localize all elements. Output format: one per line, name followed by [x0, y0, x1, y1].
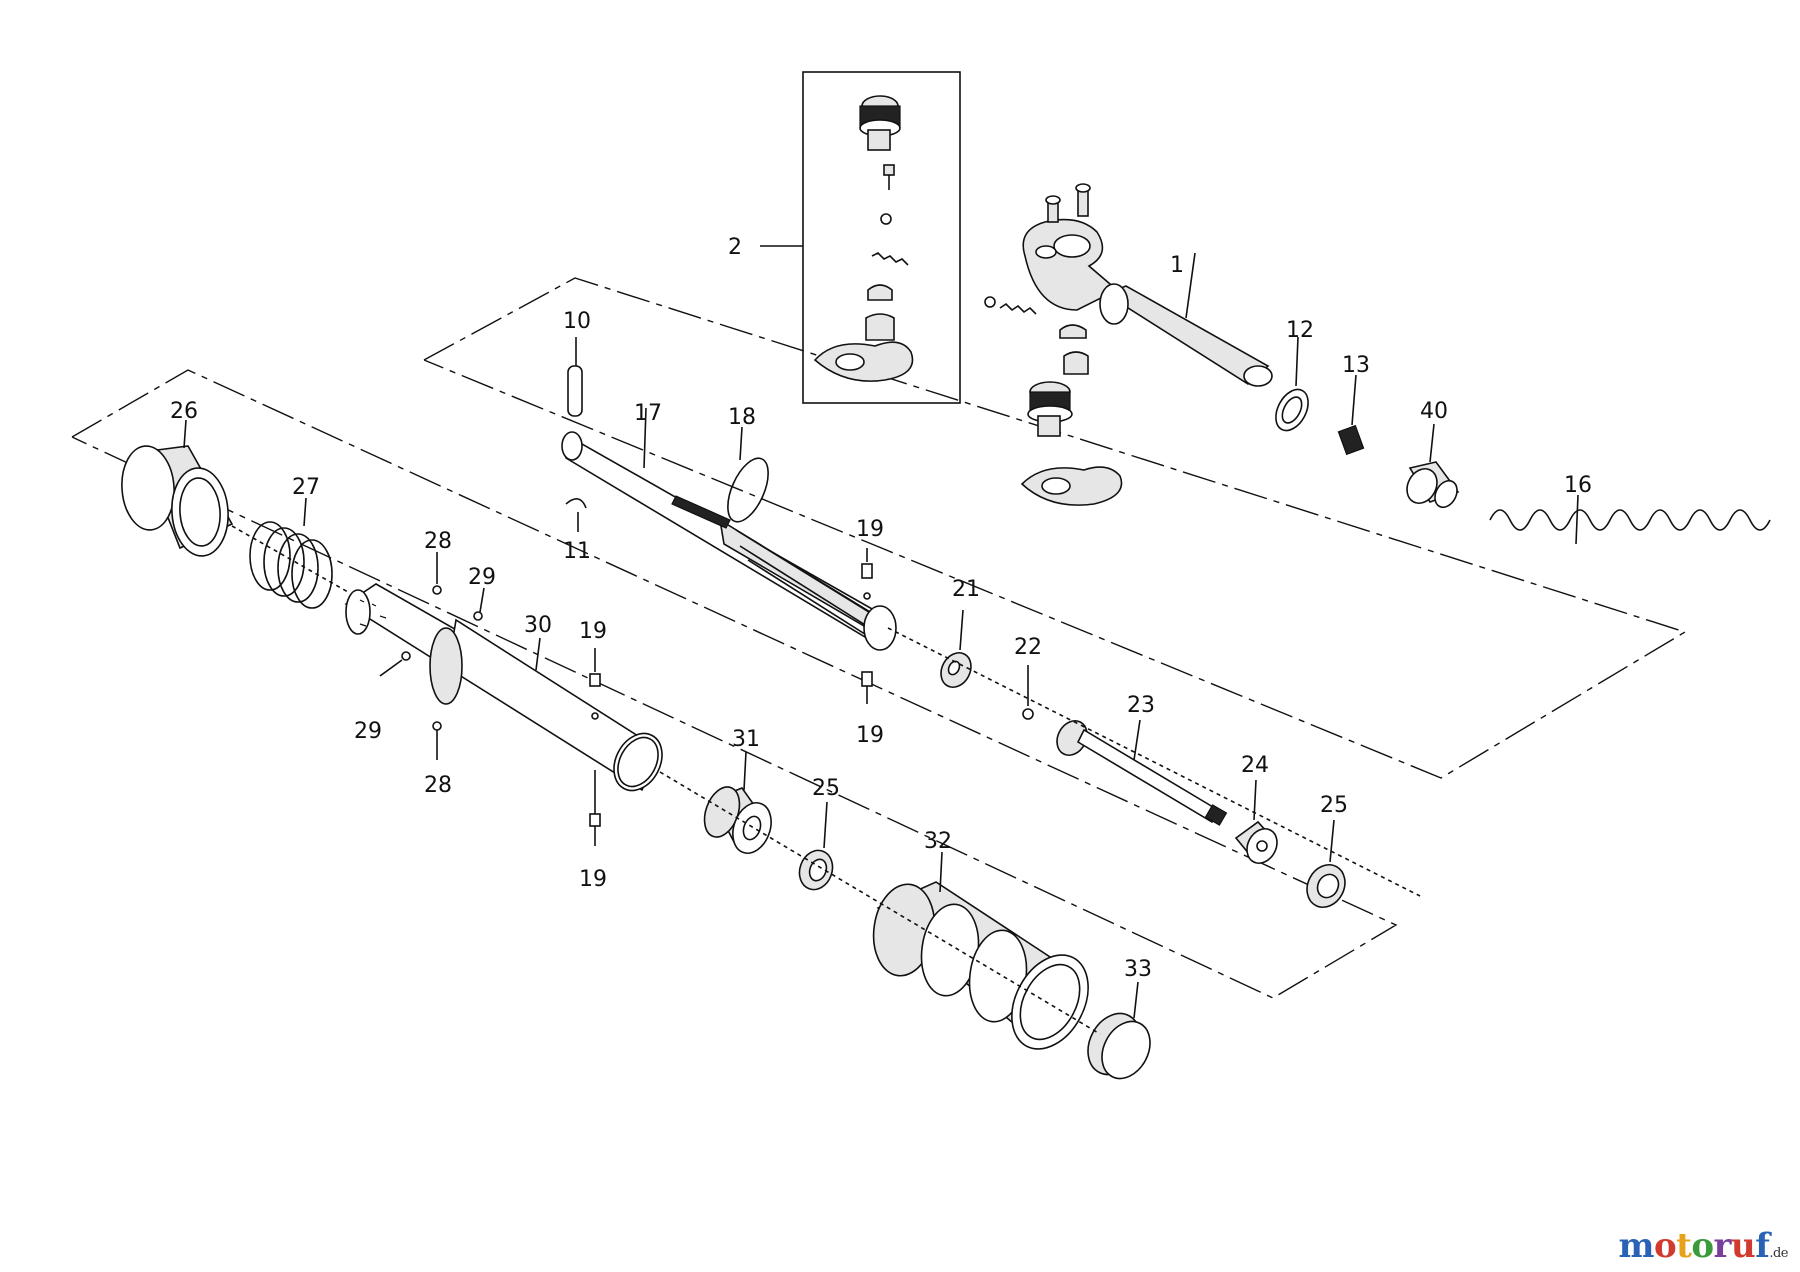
part-31-sleeve [703, 751, 772, 854]
callout-21: 21 [952, 577, 980, 602]
watermark-letter: r [1713, 1226, 1732, 1266]
part-19-set-screw-lower [589, 648, 601, 846]
watermark-letter: u [1730, 1226, 1756, 1266]
part-24-nut [1234, 779, 1278, 864]
part-21-washer [940, 609, 972, 688]
callout-1: 1 [1170, 253, 1184, 278]
callout-12: 12 [1286, 318, 1314, 343]
callout-19: 19 [856, 517, 884, 542]
part-19-set-screw-upper [861, 548, 873, 704]
callout-19: 19 [579, 867, 607, 892]
part-29-pin-lower [379, 651, 411, 677]
part-26-cap [121, 419, 234, 557]
callout-29: 29 [354, 719, 382, 744]
callout-19: 19 [856, 723, 884, 748]
callout-31: 31 [732, 727, 760, 752]
part-25-nut-left [798, 801, 834, 891]
callout-23: 23 [1127, 693, 1155, 718]
callout-11: 11 [563, 539, 591, 564]
part-22-ball [1022, 665, 1034, 720]
callout-13: 13 [1342, 353, 1370, 378]
watermark-letters: motoruf [1618, 1226, 1769, 1266]
callout-16: 16 [1564, 473, 1592, 498]
part-23-rod [1056, 719, 1228, 826]
part-12-washer [1275, 336, 1309, 432]
part-28-ball-lower [432, 721, 442, 760]
part-32-grip [872, 851, 1089, 1050]
part-25-nut-right [1306, 819, 1346, 908]
callout-2: 2 [728, 235, 742, 260]
part-29-pin-upper [473, 587, 485, 621]
watermark-letter: m [1618, 1226, 1654, 1266]
callout-18: 18 [728, 405, 756, 430]
callout-28: 28 [424, 773, 452, 798]
callout-22: 22 [1014, 635, 1042, 660]
motoruf-watermark-logo: motoruf.de [1618, 1226, 1788, 1266]
part-30-handle-tube [429, 618, 663, 792]
callouts: 1 2 10 11 12 13 16 17 18 19 19 19 19 21 … [170, 235, 1592, 982]
part-1-ratchet-head [984, 183, 1273, 506]
part-10-pin [567, 337, 583, 417]
part-13-block [1337, 374, 1365, 456]
callout-26: 26 [170, 399, 198, 424]
part-33-end-cap [1087, 981, 1151, 1080]
callout-10: 10 [563, 309, 591, 334]
callout-27: 27 [292, 475, 320, 500]
callout-25: 25 [812, 776, 840, 801]
callout-25: 25 [1320, 793, 1348, 818]
part-18-circlip [727, 426, 769, 523]
part-40-sleeve [1406, 423, 1460, 509]
watermark-suffix: .de [1769, 1246, 1788, 1261]
callout-17: 17 [634, 401, 662, 426]
part-16-spring [1489, 494, 1771, 545]
part-17-tube [561, 407, 897, 651]
callout-28: 28 [424, 529, 452, 554]
callout-24: 24 [1241, 753, 1269, 778]
axis-lines [231, 525, 1421, 1035]
group-outline-upper [423, 277, 1687, 779]
watermark-letter: t [1676, 1226, 1692, 1266]
part-27-spring [249, 497, 333, 609]
callout-29: 29 [468, 565, 496, 590]
watermark-letter: o [1691, 1226, 1714, 1266]
callout-19: 19 [579, 619, 607, 644]
callout-33: 33 [1124, 957, 1152, 982]
inset-box-part-2 [760, 71, 961, 404]
watermark-letter: f [1755, 1226, 1770, 1266]
watermark-letter: o [1653, 1226, 1677, 1266]
callout-30: 30 [524, 613, 552, 638]
callout-32: 32 [924, 829, 952, 854]
group-outline-lower [71, 369, 1398, 999]
callout-40: 40 [1420, 399, 1448, 424]
part-11-clip [565, 498, 587, 532]
